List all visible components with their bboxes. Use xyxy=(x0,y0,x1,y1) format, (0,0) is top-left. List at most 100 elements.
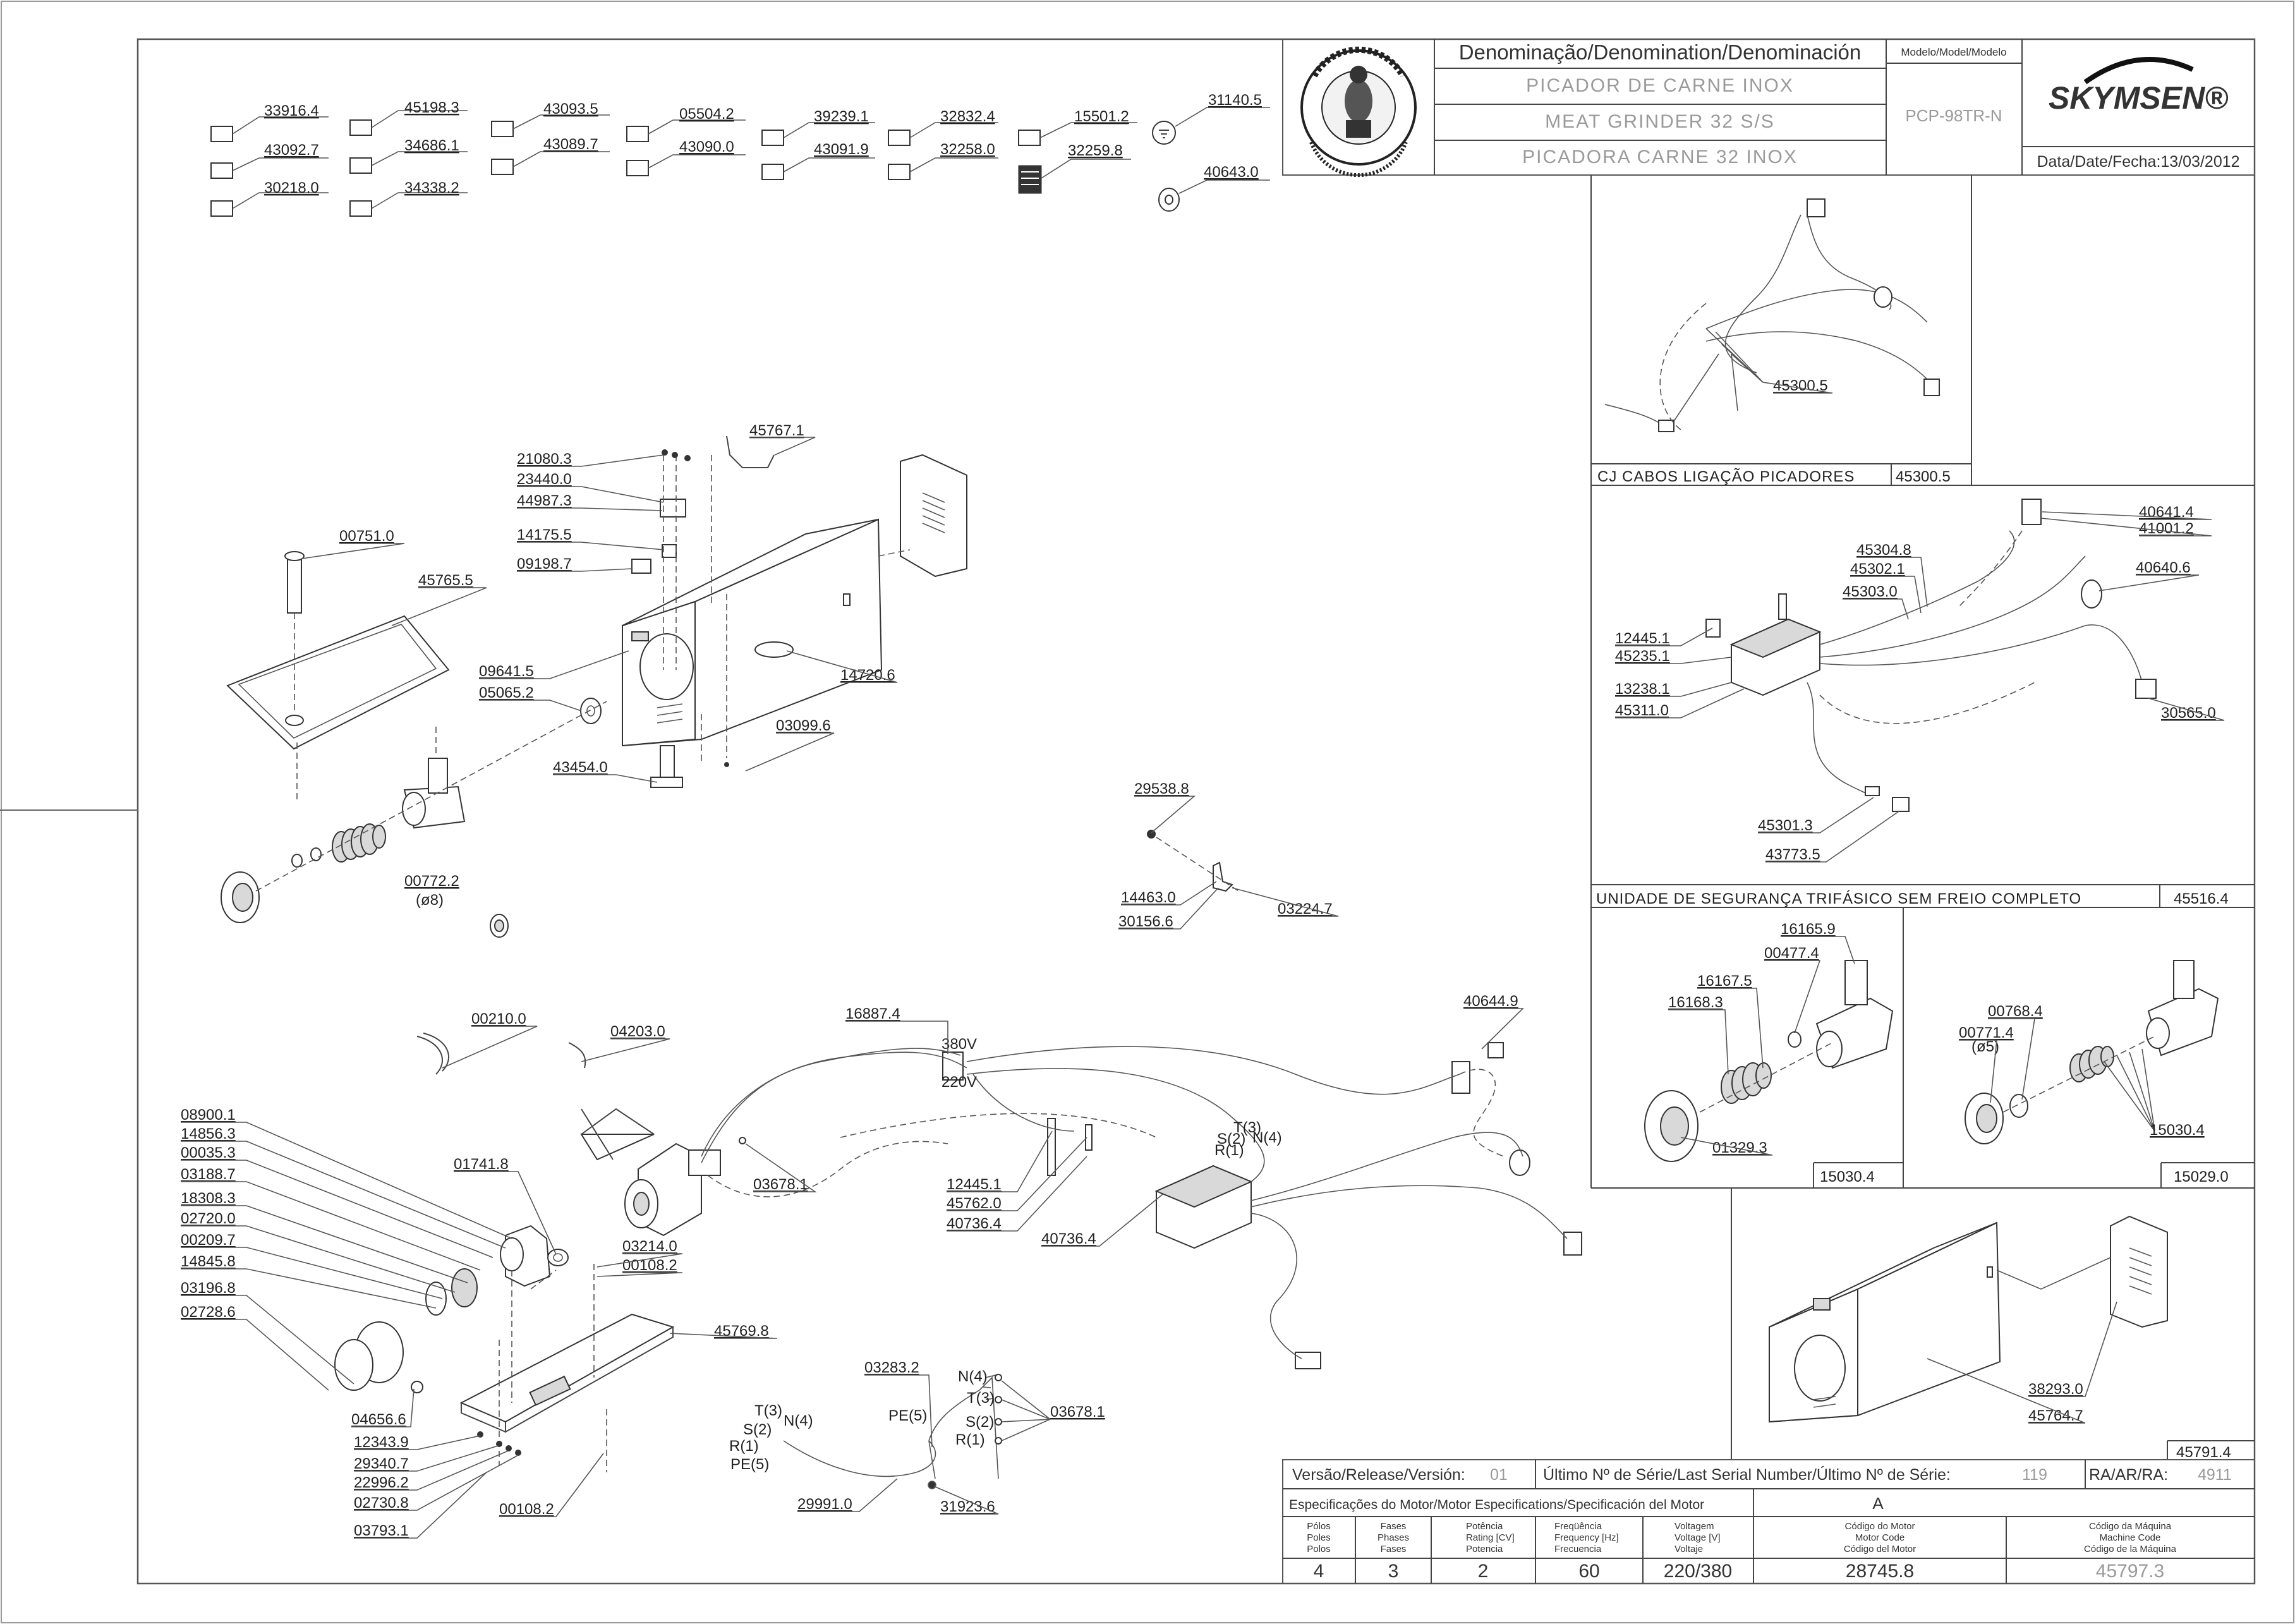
part-label-29538-8: 29538.8 xyxy=(1134,780,1189,797)
logo-swoosh xyxy=(2083,57,2194,85)
worm-screw xyxy=(332,823,386,863)
title-block: Denominação/Denomination/Denominación PI… xyxy=(1282,39,2255,178)
hdr-machine-code-en: Machine Code xyxy=(2100,1532,2161,1543)
label-stickers xyxy=(210,107,1270,217)
part-labels: 33916.4 43092.7 30218.0 45198.3 34686.1 … xyxy=(181,92,2216,1539)
part-label-22996-2: 22996.2 xyxy=(354,1474,409,1491)
wire-label: PE(5) xyxy=(888,1407,927,1424)
part-label-18308-3: 18308.3 xyxy=(181,1190,236,1207)
part-label-04656-6: 04656.6 xyxy=(351,1411,406,1428)
val-frequency: 60 xyxy=(1578,1561,1599,1582)
part-label-43090-0: 43090.0 xyxy=(679,138,734,155)
part-label-03214-0: 03214.0 xyxy=(622,1238,677,1255)
part-label-32258-0: 32258.0 xyxy=(940,141,995,158)
part-label-00210-0: 00210.0 xyxy=(471,1010,526,1027)
hdr-poles-en: Poles xyxy=(1307,1532,1331,1543)
part-label-45765-5: 45765.5 xyxy=(418,572,473,589)
ra-label: RA/AR/RA: xyxy=(2089,1466,2168,1484)
part-label-05065-2: 05065.2 xyxy=(479,684,534,701)
hdr-phases-en: Phases xyxy=(1378,1532,1409,1543)
part-label-45300-5: 45300.5 xyxy=(1773,377,1828,394)
part-label-45301-3: 45301.3 xyxy=(1758,817,1813,834)
hdr-voltage-en: Voltage [V] xyxy=(1674,1532,1721,1543)
wire-label: N(4) xyxy=(958,1368,988,1385)
part-label-43093-5: 43093.5 xyxy=(543,100,598,118)
part-label-31140-5: 31140.5 xyxy=(1208,92,1262,109)
part-label-00108-2-b: 00108.2 xyxy=(499,1501,554,1518)
part-label-45762-0: 45762.0 xyxy=(947,1195,1002,1212)
part-label-15501-2: 15501.2 xyxy=(1074,108,1129,125)
part-label-40736-4-a: 40736.4 xyxy=(947,1215,1002,1232)
part-label-45304-8: 45304.8 xyxy=(1856,542,1911,559)
version-value: 01 xyxy=(1490,1466,1508,1484)
part-label-16167-5: 16167.5 xyxy=(1697,973,1752,990)
mouth-b-code: 15029.0 xyxy=(2174,1168,2229,1185)
part-label-45764-7: 45764.7 xyxy=(2028,1407,2083,1424)
ground-icon xyxy=(1152,121,1176,145)
wire-label: R(1) xyxy=(729,1438,759,1455)
denomination-heading: Denominação/Denomination/Denominación xyxy=(1459,40,1862,64)
hdr-rating-es: Potencia xyxy=(1466,1544,1503,1554)
wire-label: T(3) xyxy=(967,1390,995,1407)
part-label-00209-7: 00209.7 xyxy=(181,1232,236,1249)
part-label-03678-1-a: 03678.1 xyxy=(753,1176,808,1193)
part-label-29991-0: 29991.0 xyxy=(797,1496,852,1513)
hdr-rating-pt: Potência xyxy=(1466,1521,1503,1532)
part-label-45311-0: 45311.0 xyxy=(1615,702,1669,719)
hdr-motor-code-pt: Código do Motor xyxy=(1845,1521,1915,1532)
part-label-43454-0: 43454.0 xyxy=(553,759,608,776)
wire-label: PE(5) xyxy=(730,1456,769,1473)
name-pt: PICADOR DE CARNE INOX xyxy=(1526,75,1794,96)
part-label-29340-7: 29340.7 xyxy=(354,1455,409,1472)
part-label-45303-0: 45303.0 xyxy=(1843,583,1898,600)
leader-lines xyxy=(181,382,2225,1539)
cabinet-detail-drawing xyxy=(1769,1215,2168,1423)
part-label-45767-1: 45767.1 xyxy=(749,422,804,439)
safety-code: 45516.4 xyxy=(2174,890,2229,907)
part-label-01329-3: 01329.3 xyxy=(1712,1139,1767,1156)
hdr-voltage-pt: Voltagem xyxy=(1674,1521,1714,1532)
part-label-02728-6: 02728.6 xyxy=(181,1304,236,1321)
part-label-00772-2: 00772.2 xyxy=(404,873,459,890)
val-phases: 3 xyxy=(1388,1561,1399,1582)
part-label-30565-0: 30565.0 xyxy=(2161,705,2216,722)
part-label-40644-9: 40644.9 xyxy=(1463,993,1518,1010)
val-poles: 4 xyxy=(1314,1561,1324,1582)
mouth-b-worm xyxy=(2069,1046,2114,1082)
part-label-03678-1-b: 03678.1 xyxy=(1050,1403,1105,1421)
hdr-motor-code-es: Código del Motor xyxy=(1844,1544,1916,1554)
part-label-34338-2: 34338.2 xyxy=(404,179,459,197)
ra-value: 4911 xyxy=(2198,1466,2232,1484)
part-label-12445-1-b: 12445.1 xyxy=(1615,630,1670,647)
part-label-03099-6: 03099.6 xyxy=(776,717,831,734)
hdr-motor-code-en: Motor Code xyxy=(1855,1532,1904,1543)
part-label-03224-7: 03224.7 xyxy=(1278,900,1333,918)
hdr-phases-pt: Fases xyxy=(1381,1521,1407,1532)
serial-label: Último Nº de Série/Last Serial Number/Úl… xyxy=(1543,1465,1951,1484)
motor-spec-label: Especificações do Motor/Motor Especifica… xyxy=(1289,1498,1704,1512)
part-label-02720-0: 02720.0 xyxy=(181,1210,236,1227)
part-label-00108-2-a: 00108.2 xyxy=(622,1257,677,1274)
authorized-service-stamp xyxy=(1300,46,1417,178)
part-label-03196-8: 03196.8 xyxy=(181,1280,236,1297)
wire-label: N(4) xyxy=(784,1412,813,1429)
part-label-32259-8: 32259.8 xyxy=(1068,142,1123,159)
revision: A xyxy=(1872,1494,1884,1513)
part-label-00771-4: 00771.4 xyxy=(1959,1024,2014,1041)
part-label-phi8: (ø8) xyxy=(416,892,444,909)
part-label-12343-9: 12343.9 xyxy=(354,1434,409,1451)
part-label-34686-1: 34686.1 xyxy=(404,137,459,154)
footer-table: Versão/Release/Versión: 01 Último Nº de … xyxy=(1282,1459,2255,1584)
hdr-phases-es: Fases xyxy=(1381,1544,1407,1554)
part-label-40640-6: 40640.6 xyxy=(2136,559,2191,576)
part-label-12445-1-a: 12445.1 xyxy=(947,1176,1002,1193)
cabinet-code: 45791.4 xyxy=(2176,1444,2231,1461)
part-label-45302-1: 45302.1 xyxy=(1850,561,1905,578)
name-en: MEAT GRINDER 32 S/S xyxy=(1545,111,1775,132)
part-label-14845-8: 14845.8 xyxy=(181,1253,236,1270)
serial-value: 119 xyxy=(2022,1466,2047,1484)
wire-label: S(2) xyxy=(1217,1130,1245,1148)
mouth-a-code: 15030.4 xyxy=(1820,1168,1875,1185)
hdr-rating-en: Rating [CV] xyxy=(1466,1532,1515,1543)
